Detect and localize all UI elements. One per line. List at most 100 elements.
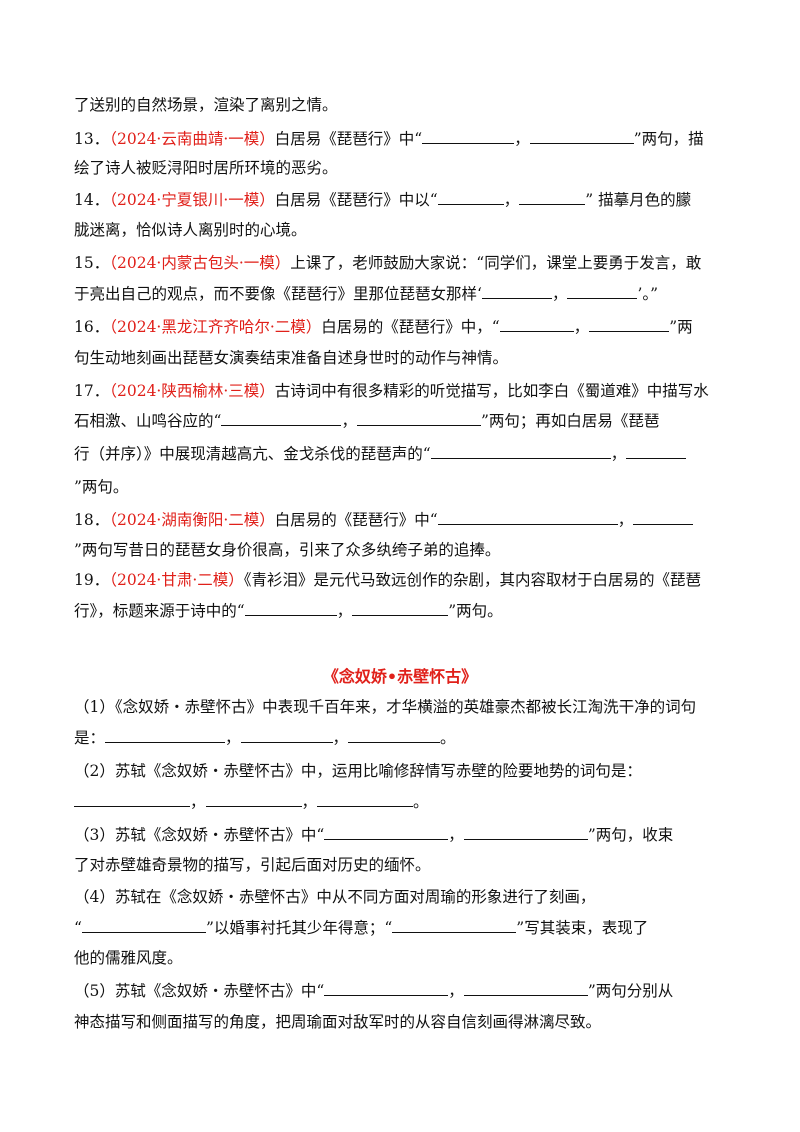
q19-source: （2024·甘肃·二模） (109, 571, 244, 589)
q17-blank-1[interactable] (221, 411, 342, 426)
q13-comma: ， (514, 130, 530, 148)
q12-tail: 了送别的自然场景，渲染了离别之情。 (74, 96, 338, 114)
s3-text-end: ”两句，收束 (587, 826, 674, 844)
s3-blank-2[interactable] (463, 825, 588, 840)
question-13: 13．（2024·云南曲靖·一模）白居易《琵琶行》中“ ， ”两句，描 (74, 128, 704, 150)
q14-line2: 胧迷离，恰似诗人离别时的心境。 (74, 221, 307, 239)
q17-line2-end: ”两句；再如白居易《琵琶 (480, 412, 660, 430)
q18-number: 18． (74, 511, 110, 529)
q13-source: （2024·云南曲靖·一模） (109, 130, 275, 148)
q15-number: 15． (74, 254, 110, 272)
s5-text-end: ”两句分别从 (587, 982, 674, 1000)
q17-blank-2[interactable] (356, 411, 481, 426)
section-q3: （3）苏轼《念奴娇・赤壁怀古》中“ ， ”两句，收束 (74, 824, 673, 846)
q18-blank-1[interactable] (437, 510, 618, 525)
s5-text: （5）苏轼《念奴娇・赤壁怀古》中“ (74, 982, 325, 1000)
question-16: 16．（2024·黑龙江齐齐哈尔·二模）白居易的《琵琶行》中，“，”两 (74, 316, 693, 338)
section-q5: （5）苏轼《念奴娇・赤壁怀古》中“ ， ”两句分别从 (74, 980, 673, 1002)
q17-blank-3[interactable] (430, 444, 611, 459)
s1-comma-2: ， (332, 729, 349, 747)
s1-blank-2[interactable] (240, 728, 333, 743)
q17-source: （2024·陕西榆林·三模） (109, 382, 275, 400)
q17-blank-4[interactable] (626, 444, 687, 459)
q17-text: 古诗词中有很多精彩的听觉描写，比如李白《蜀道难》中描写水 (274, 382, 709, 400)
s1-blank-1[interactable] (105, 728, 226, 743)
q17-line3: 行（并序）》中展现清越高亢、金戈杀伐的琵琶声的“ ， (74, 443, 687, 465)
q17-comma-2: ， (610, 445, 627, 463)
section-q2: （2）苏轼《念奴娇・赤壁怀古》中，运用比喻修辞情写赤壁的险要地势的词句是： (74, 762, 642, 780)
q14-blank-2[interactable] (519, 190, 586, 205)
q13-text: 白居易《琵琶行》中“ (274, 130, 423, 148)
q18-comma: ， (617, 511, 634, 529)
q16-blank-2[interactable] (589, 317, 670, 332)
q19-text-end: ”两句。 (448, 602, 503, 620)
s3-text: （3）苏轼《念奴娇・赤壁怀古》中“ (74, 826, 325, 844)
q16-blank-1[interactable] (499, 317, 574, 332)
q13-blank-1[interactable] (422, 129, 515, 144)
s3-blank-1[interactable] (324, 825, 449, 840)
s1-period: 。 (440, 729, 456, 747)
q19-blank-1[interactable] (244, 601, 337, 616)
s2-comma-1: ， (190, 793, 206, 811)
question-19: 19．（2024·甘肃·二模）《青衫泪》是元代马致远创作的杂剧，其内容取材于白居… (74, 569, 701, 591)
q16-source: （2024·黑龙江齐齐哈尔·二模） (109, 318, 322, 336)
q16-text: 白居易的《琵琶行》中，“ (321, 318, 500, 336)
q14-text: 白居易《琵琶行》中以“ (274, 191, 438, 209)
q15-blank-1[interactable] (481, 284, 552, 299)
q18-text: 白居易的《琵琶行》中“ (274, 511, 438, 529)
q19-blank-2[interactable] (352, 601, 449, 616)
q15-blank-2[interactable] (567, 284, 638, 299)
section-q1: （1）《念奴娇・赤壁怀古》中表现千百年来，才华横溢的英雄豪杰都被长江淘洗干净的词… (74, 698, 697, 716)
q16-text-end: ”两 (669, 318, 693, 336)
s2-period: 。 (413, 793, 429, 811)
s1-comma-1: ， (225, 729, 241, 747)
q14-number: 14． (74, 191, 110, 209)
s5-blank-2[interactable] (463, 981, 588, 996)
q18-blank-2[interactable] (633, 510, 694, 525)
q17-line2: 石相激、山鸣谷应的“ ， ”两句；再如白居易《琵琶 (74, 410, 659, 432)
q17-comma-1: ， (341, 412, 357, 430)
q15-line2-text: 于亮出自己的观点，而不要像《琵琶行》里那位琵琶女那样‘ (74, 285, 482, 303)
s2-blank-3[interactable] (317, 792, 414, 807)
section-q5-line2: 神态描写和侧面描写的角度，把周瑜面对敌军时的从容自信刻画得淋漓尽致。 (74, 1013, 602, 1031)
s4-quote: “ (74, 919, 82, 937)
s4-blank-2[interactable] (392, 918, 517, 933)
q13-number: 13． (74, 130, 110, 148)
q16-line2: 句生动地刻画出琵琶女演奏结束准备自述身世时的动作与神情。 (74, 349, 509, 367)
section-q4-line2: “”以婚事衬托其少年得意；“”写其装束，表现了 (74, 917, 648, 939)
q13-line2: 绘了诗人被贬浔阳时居所环境的恶劣。 (74, 159, 338, 177)
q15-source: （2024·内蒙古包头·一模） (109, 254, 291, 272)
s1-lead: 是： (74, 729, 106, 747)
s1-blank-3[interactable] (348, 728, 441, 743)
q16-comma: ， (573, 318, 590, 336)
section-title: 《念奴娇•赤壁怀古》 (322, 667, 478, 686)
q18-line2: ”两句写昔日的琵琶女身价很高，引来了众多纨绔子弟的追捧。 (74, 541, 501, 559)
q19-line2-text: 行》，标题来源于诗中的“ (74, 602, 245, 620)
q18-source: （2024·湖南衡阳·二模） (109, 511, 275, 529)
q15-line2: 于亮出自己的观点，而不要像《琵琶行》里那位琵琶女那样‘，’。” (74, 283, 658, 305)
s4-blank-1[interactable] (81, 918, 206, 933)
s2-blank-2[interactable] (205, 792, 302, 807)
q19-text: 《青衫泪》是元代马致远创作的杂剧，其内容取材于白居易的《琵琶 (243, 571, 702, 589)
s2-blank-1[interactable] (74, 792, 190, 807)
q13-text-end: ”两句，描 (633, 130, 704, 148)
s5-blank-1[interactable] (324, 981, 449, 996)
q13-blank-2[interactable] (529, 129, 634, 144)
s5-comma: ， (448, 982, 464, 1000)
question-17: 17．（2024·陕西榆林·三模）古诗词中有很多精彩的听觉描写，比如李白《蜀道难… (74, 380, 709, 402)
q17-line2-text: 石相激、山鸣谷应的“ (74, 412, 222, 430)
question-14: 14．（2024·宁夏银川·一模）白居易《琵琶行》中以“，” 描摹月色的朦 (74, 189, 691, 211)
section-q1-line2: 是： ， ， 。 (74, 727, 456, 749)
question-15: 15．（2024·内蒙古包头·一模）上课了，老师鼓励大家说：“同学们，课堂上要勇… (74, 252, 701, 274)
section-q4-line3: 他的儒雅风度。 (74, 949, 183, 967)
q14-blank-1[interactable] (437, 190, 504, 205)
question-18: 18．（2024·湖南衡阳·二模）白居易的《琵琶行》中“ ， (74, 509, 694, 531)
q14-source: （2024·宁夏银川·一模） (109, 191, 275, 209)
s4-mid-text: ”以婚事衬托其少年得意；“ (205, 919, 393, 937)
q19-number: 19． (74, 571, 110, 589)
q17-line3-text: 行（并序）》中展现清越高亢、金戈杀伐的琵琶声的“ (74, 445, 431, 463)
q17-line4: ”两句。 (74, 478, 129, 496)
q15-comma: ， (551, 285, 568, 303)
s3-comma: ， (448, 826, 464, 844)
